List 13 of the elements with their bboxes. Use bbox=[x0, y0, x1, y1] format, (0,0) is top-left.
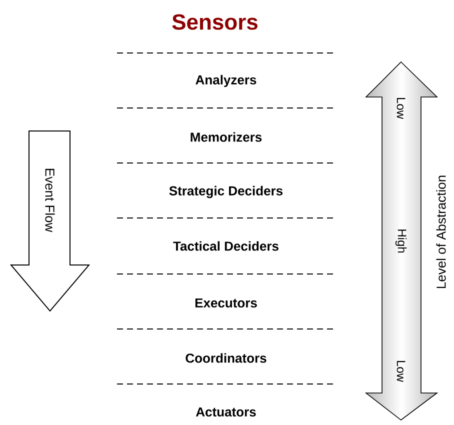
arrow-label: Low bbox=[396, 98, 406, 120]
layer-name: Executors bbox=[195, 298, 257, 308]
layer-name: Analyzers bbox=[196, 74, 256, 88]
heading: Sensors bbox=[172, 14, 258, 30]
layer-name: Memorizers bbox=[190, 132, 262, 142]
axis-label: Level of Abstraction bbox=[436, 176, 446, 288]
layer-name: Actuators bbox=[196, 407, 256, 417]
layer-name: Tactical Deciders bbox=[173, 241, 278, 251]
layer-name: Strategic Deciders bbox=[169, 186, 283, 198]
layer-name: Coordinators bbox=[186, 353, 266, 363]
arrow-label: Event Flow bbox=[45, 168, 55, 232]
arrow-label: Low bbox=[396, 360, 406, 382]
arrow-label: High bbox=[395, 230, 407, 253]
